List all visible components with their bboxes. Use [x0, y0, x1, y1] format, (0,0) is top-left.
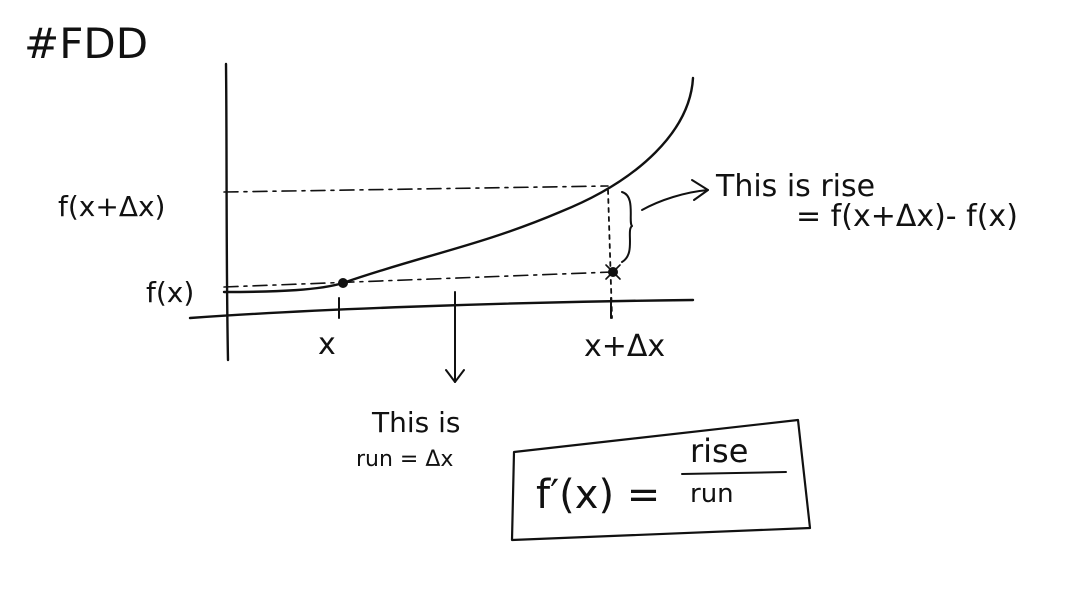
guide-f-x-plus [223, 185, 609, 193]
label-f-x: f(x) [146, 276, 194, 309]
rise-arrow-head [691, 179, 709, 201]
run-arrow-head [445, 369, 465, 383]
rise-text-line1: This is rise [715, 169, 875, 204]
label-x: x [318, 327, 336, 362]
formula-denominator: run [690, 479, 734, 509]
formula-numerator: rise [690, 432, 748, 470]
rise-text-line2: = f(x+Δx)- f(x) [796, 199, 1018, 234]
point-x-plus [605, 264, 621, 280]
label-x-plus: x+Δx [584, 329, 665, 364]
run-text-line2: run = Δx [356, 447, 453, 472]
function-curve [222, 76, 695, 294]
formula-lhs: f′(x) = [536, 472, 660, 518]
run-text-line1: This is [371, 406, 460, 439]
x-axis [188, 298, 695, 320]
rise-brace [621, 191, 633, 263]
title-tag: #FDD [24, 19, 148, 68]
guide-vertical [607, 189, 613, 319]
formula-box [510, 418, 812, 542]
y-axis [224, 62, 230, 362]
rise-arrow [641, 189, 709, 211]
formula-fraction-bar [681, 471, 787, 475]
point-x [338, 278, 348, 288]
guide-f-x [223, 271, 613, 288]
label-f-x-plus: f(x+Δx) [58, 190, 165, 223]
